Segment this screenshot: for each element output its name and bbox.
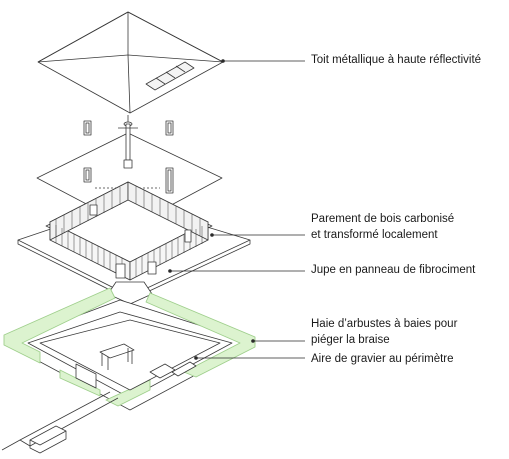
callout-cladding: Parement de bois carbonisé et transformé… [311,212,454,243]
callout-cladding-line-1: Parement de bois carbonisé [311,213,455,225]
skylight-frames [83,120,174,194]
berry-hedge [3,287,256,407]
callout-hedge: Haie d’arbustes à baies pour piéger la b… [311,317,457,348]
callout-gravel: Aire de gravier au périmètre [311,352,454,368]
charred-wood-wall [49,181,209,281]
callout-roof-line-1: Toit métallique à haute réflectivité [311,54,482,66]
wall-cladding-layer [17,181,251,305]
site-layer [1,287,256,454]
callout-roof: Toit métallique à haute réflectivité [311,53,481,69]
roof-solar-panel [145,61,195,91]
callout-hedge-line-1: Haie d’arbustes à baies pour [311,318,458,330]
site-table [99,343,135,370]
callout-skirt-line-1: Jupe en panneau de fibrociment [311,264,476,276]
callout-cladding-line-2: et transformé localement [311,228,438,241]
metal-roof [37,11,224,114]
leader-lines [168,59,305,360]
chimney-flue [118,115,138,169]
callout-hedge-line-2: piéger la braise [311,333,390,346]
callout-skirt: Jupe en panneau de fibrociment [311,263,475,279]
callout-gravel-line-1: Aire de gravier au périmètre [311,353,454,365]
